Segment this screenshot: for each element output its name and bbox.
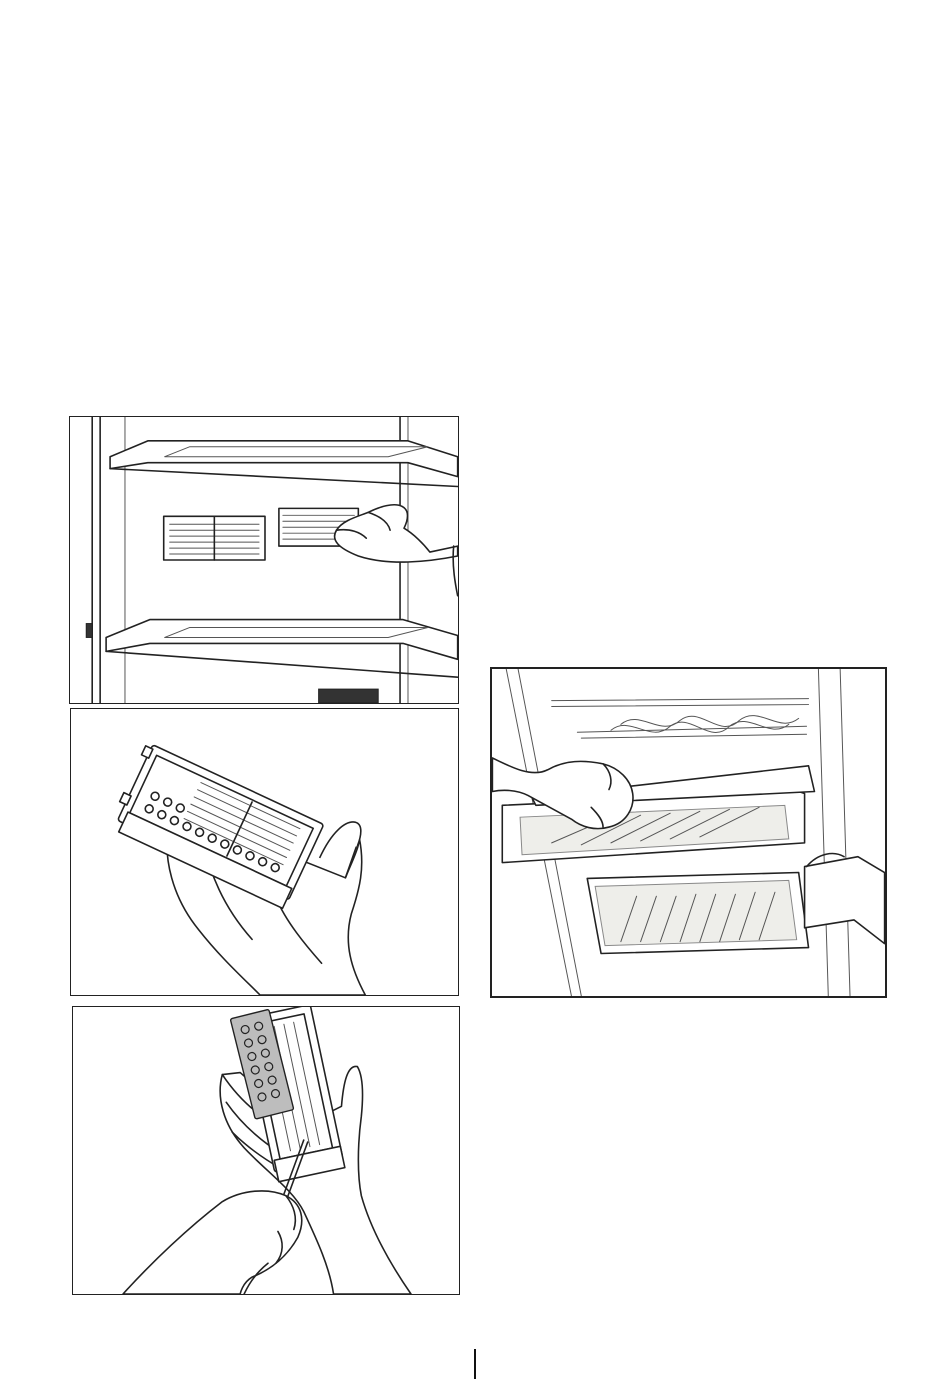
drawer-removal-illustration-icon bbox=[492, 669, 885, 996]
filter-cartridge-replace-illustration-icon bbox=[73, 1007, 459, 1294]
figure-filter-open-case bbox=[70, 708, 459, 996]
figure-filter-removal bbox=[69, 416, 459, 704]
figure-drawer-removal bbox=[490, 667, 887, 998]
figure-filter-cartridge-replace bbox=[72, 1006, 460, 1295]
filter-open-case-illustration-icon bbox=[71, 709, 458, 995]
filter-removal-illustration-icon bbox=[70, 417, 458, 703]
page-number-marker bbox=[474, 1349, 476, 1379]
